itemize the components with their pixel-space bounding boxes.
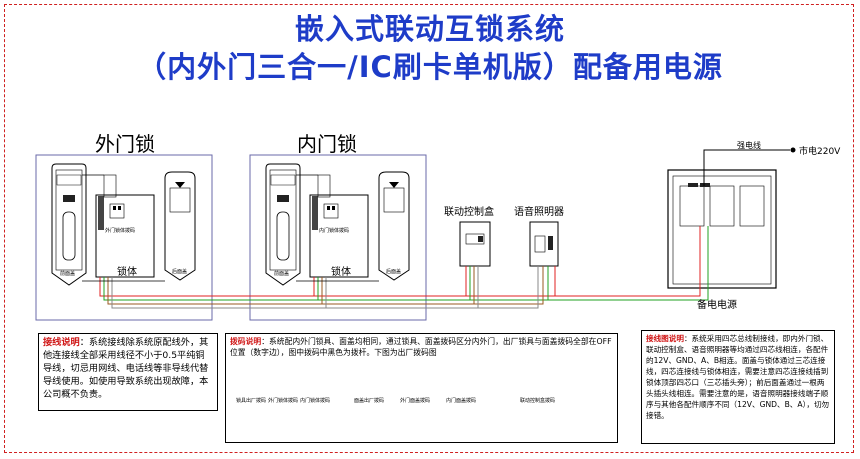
dip-caption-4: 面盖出厂拨码 — [354, 398, 385, 404]
wiring-note-text: ：系统接线除系统原配线外，其他连接线全部采用线径不小于0.5平纯铜导线，切忌用网… — [43, 337, 209, 400]
backup-power-device — [667, 169, 777, 289]
backup-power-label: 备电电源 — [697, 300, 737, 311]
control-box-label: 联动控制盒 — [444, 207, 494, 218]
outer-front-panel — [51, 163, 87, 286]
outer-rear-panel — [164, 171, 196, 281]
inner-rear-panel-label: 后面盖 — [386, 269, 402, 275]
voice-light-label: 语音照明器 — [514, 207, 564, 218]
diagram-title: 嵌入式联动互锁系统 — [294, 12, 565, 46]
outer-front-panel-label: 前面盖 — [60, 271, 76, 277]
dip-caption-6: 内门面盖拨码 — [446, 398, 477, 404]
dip-note-label: 拨码说明 — [230, 337, 262, 346]
outer-rear-panel-label: 后面盖 — [172, 269, 188, 275]
wiring-diagram-note-label: 接线图说明 — [646, 334, 684, 343]
wiring-diagram-note-text: ：系统采用四芯总线制接线，即内外门锁、联动控制盒、语音照明器等均通过四芯线相连，… — [646, 334, 830, 420]
dip-caption-3: 内门锁体拨码 — [300, 398, 331, 404]
mains-wiring — [703, 147, 796, 186]
dip-caption-1: 锁具出厂拨码 — [236, 398, 267, 404]
mains-label: 市电220V — [799, 147, 841, 157]
dip-caption-7: 联动控制盒拨码 — [520, 398, 556, 404]
inner-dip-label: 内门锁体拨码 — [319, 228, 350, 234]
inner-rear-panel — [378, 171, 410, 281]
dip-note-text: ：系统配内外门锁具、面盖均相同，通过锁具、面盖拨码区分内外门，出厂锁具与面盖拨码… — [230, 337, 612, 357]
dip-caption-5: 外门面盖拨码 — [400, 398, 431, 404]
inner-lock-body — [309, 174, 369, 278]
control-box-device — [459, 221, 491, 267]
outer-dip-label: 外门锁体拨码 — [105, 228, 136, 234]
wiring-note-box: 接线说明：系统接线除系统原配线外，其他连接线全部采用线径不小于0.5平纯铜导线，… — [38, 333, 218, 411]
page-border — [4, 4, 854, 453]
wiring-note-label: 接线说明 — [43, 337, 80, 348]
wiring-diagram-note-box: 接线图说明：系统采用四芯总线制接线，即内外门锁、联动控制盒、语音照明器等均通过四… — [641, 330, 835, 444]
inner-door-heading: 内门锁 — [297, 132, 357, 156]
inner-door-enclosure — [249, 154, 427, 321]
inner-front-panel — [265, 163, 301, 286]
outer-lock-body-label: 锁体 — [117, 267, 137, 278]
panel-connections — [82, 174, 379, 282]
diagram-subtitle: （内外门三合一/IC刷卡单机版）配备用电源 — [137, 50, 723, 84]
inner-front-panel-label: 前面盖 — [274, 271, 290, 277]
inner-lock-body-label: 锁体 — [331, 267, 351, 278]
outer-door-enclosure — [35, 154, 213, 321]
strong-wire-label: 强电线 — [737, 141, 761, 150]
voice-light-device — [529, 221, 559, 267]
dip-note-box: 拨码说明：系统配内外门锁具、面盖均相同，通过锁具、面盖拨码区分内外门，出厂锁具与… — [225, 333, 618, 443]
dip-caption-2: 外门锁体拨码 — [268, 398, 299, 404]
outer-lock-body — [95, 174, 155, 278]
outer-door-heading: 外门锁 — [95, 132, 155, 156]
